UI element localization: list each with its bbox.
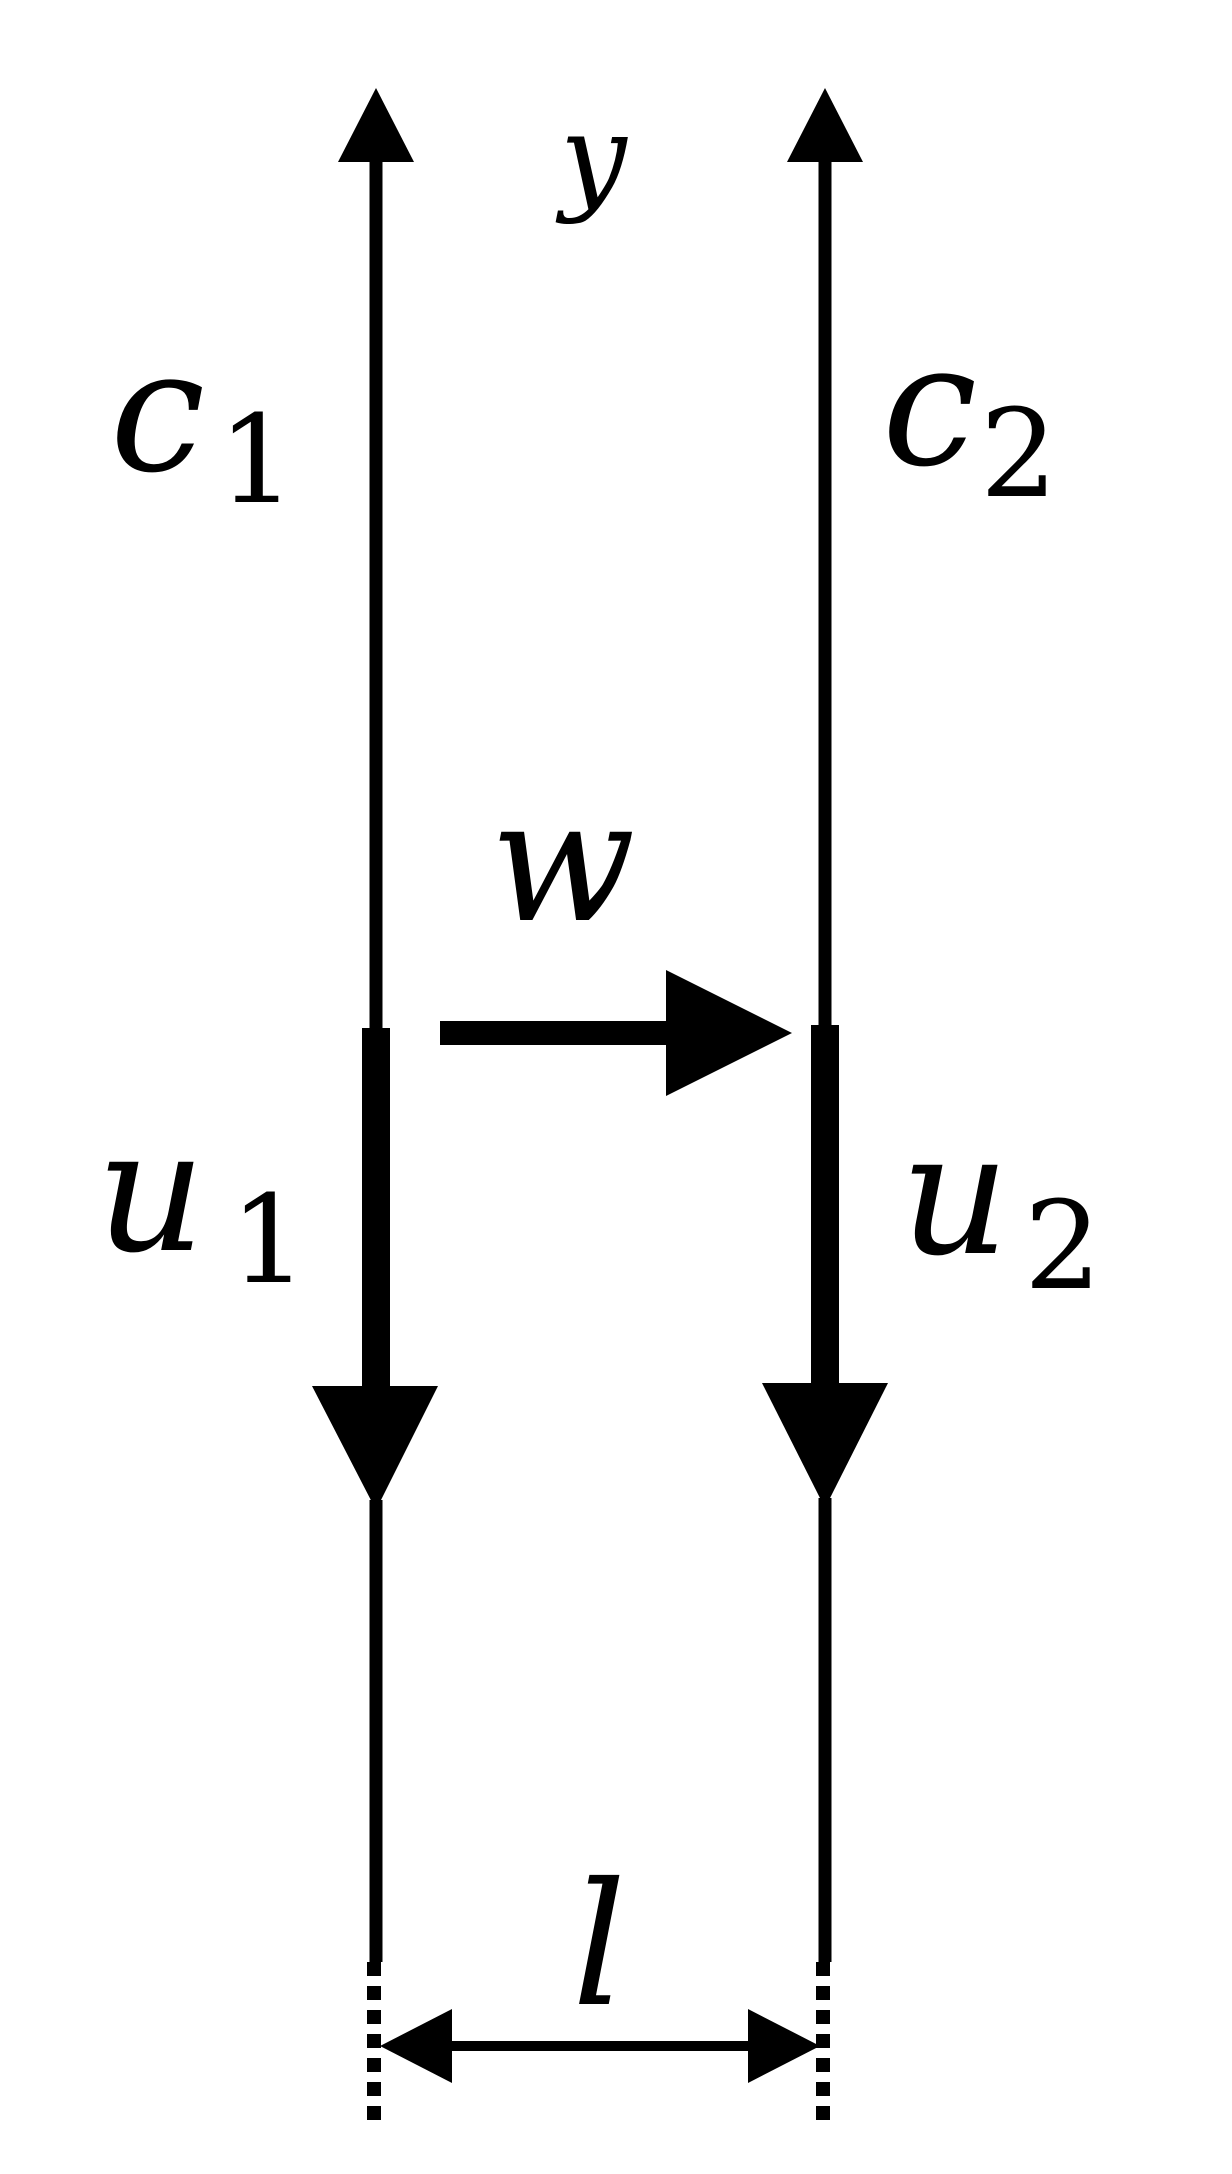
label-c1-base: c (110, 313, 205, 511)
left-wall-up-arrowhead (338, 88, 414, 162)
label-w: w (490, 763, 636, 961)
left-wall (312, 88, 438, 2124)
w-arrow (440, 970, 792, 1096)
label-u2-subscript: 2 (1024, 1175, 1102, 1317)
label-u2: u 2 (900, 1096, 1102, 1317)
label-y: y (555, 88, 628, 226)
label-u1-base: u (96, 1093, 206, 1291)
l-right-arrowhead (748, 2009, 820, 2083)
label-c2-subscript: 2 (980, 383, 1058, 525)
left-wall-thick-segment (362, 1028, 390, 1388)
label-c2-base: c (882, 307, 977, 505)
right-wall-down-arrowhead (762, 1383, 888, 1508)
label-u1-subscript: 1 (230, 1169, 308, 1311)
w-arrow-head (666, 970, 792, 1096)
right-wall-thick-segment (811, 1025, 839, 1385)
label-c1-subscript: 1 (218, 389, 296, 531)
left-wall-down-arrowhead (312, 1386, 438, 1510)
label-c2: c 2 (882, 307, 1058, 525)
w-arrow-shaft (440, 1021, 670, 1045)
l-left-arrowhead (380, 2009, 452, 2083)
label-u1: u 1 (96, 1093, 308, 1311)
l-dimension-arrow (380, 2009, 820, 2083)
label-c1: c 1 (110, 313, 296, 531)
right-wall-up-arrowhead (787, 88, 863, 162)
label-u2-base: u (900, 1096, 1010, 1294)
right-wall (762, 88, 888, 2124)
label-l: l (572, 1847, 626, 2045)
